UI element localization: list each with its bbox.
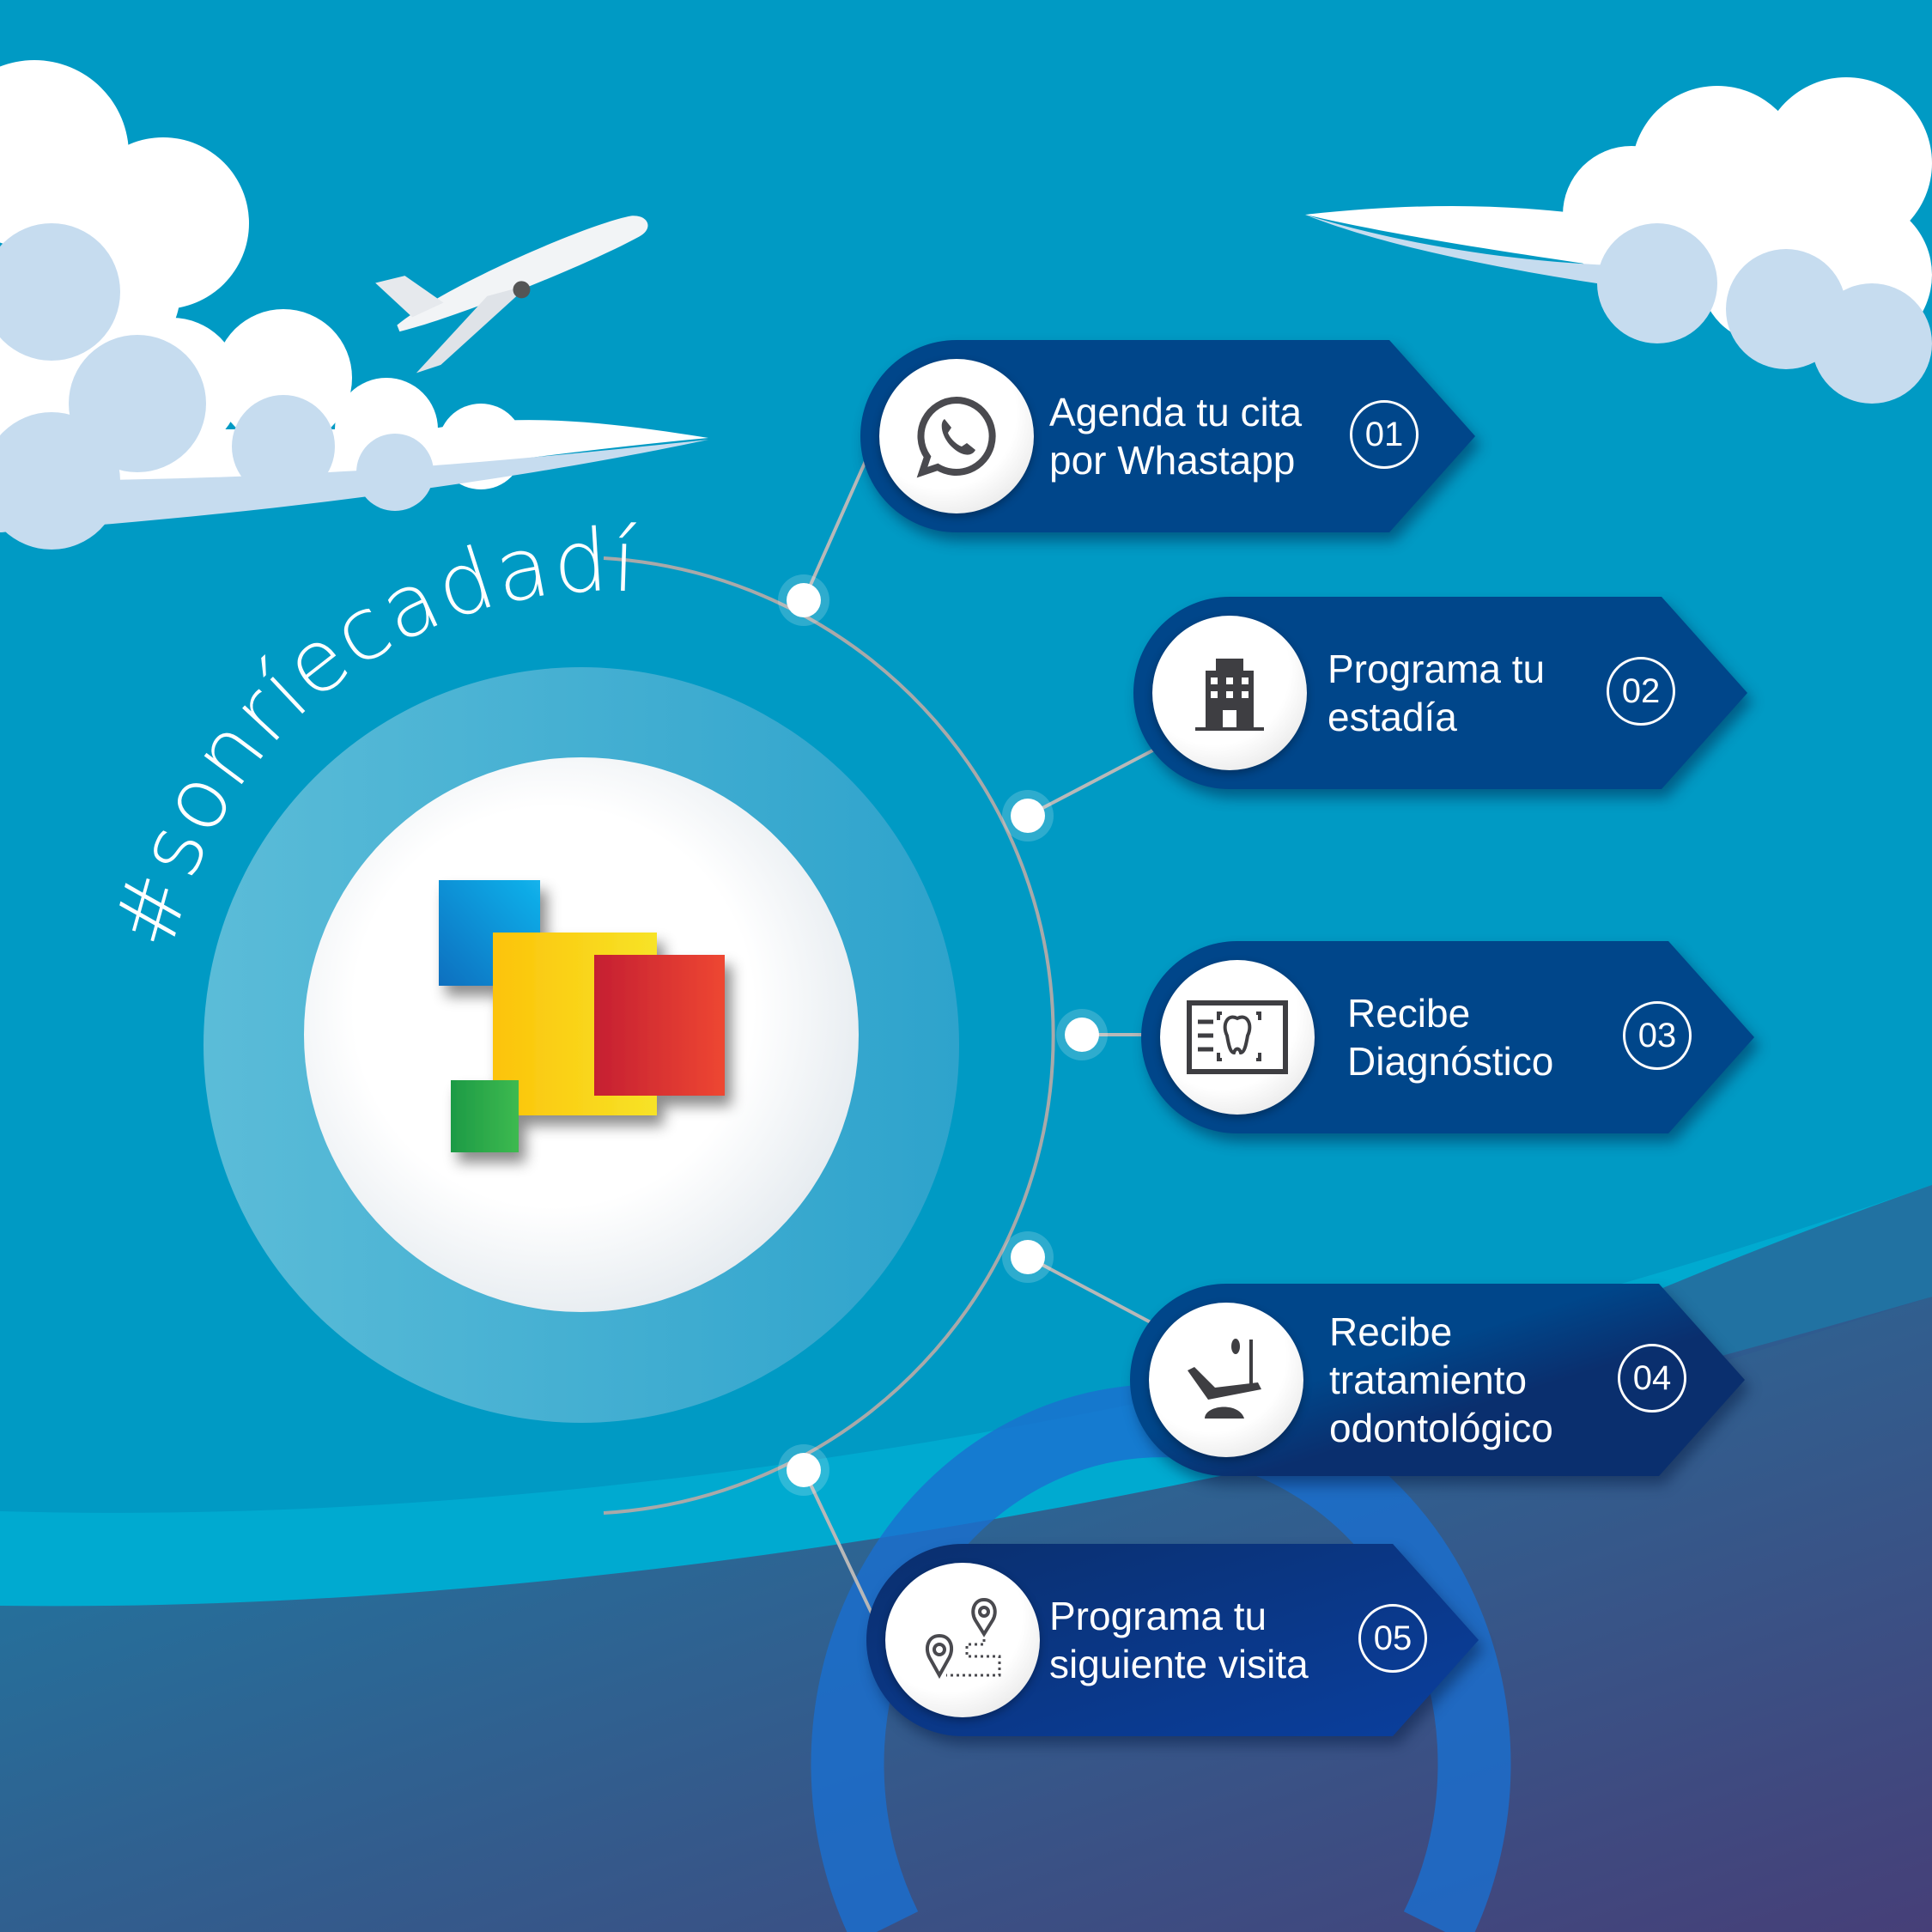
whatsapp-icon <box>879 359 1034 513</box>
timeline-dot-2 <box>1011 799 1045 833</box>
hotel-building-icon <box>1152 616 1307 770</box>
step-5-label: Programa tu siguiente visita <box>1049 1594 1309 1686</box>
dental-xray-icon <box>1160 960 1315 1115</box>
dental-chair-icon <box>1149 1303 1303 1457</box>
timeline-dot-1 <box>787 583 821 617</box>
step-3-label: Recibe Diagnóstico <box>1347 991 1554 1084</box>
step-1-label: Agenda tu cita por Whastapp <box>1049 390 1303 483</box>
step-3-card[interactable]: Recibe Diagnóstico 03 <box>1141 941 1754 1133</box>
step-4-card[interactable]: Recibe tratamiento odontológico 04 <box>1130 1284 1745 1476</box>
step-4-number: 04 <box>1618 1344 1686 1413</box>
step-1-number: 01 <box>1350 400 1419 469</box>
step-4-label: Recibe tratamiento odontológico <box>1329 1309 1553 1450</box>
step-2-number: 02 <box>1607 657 1675 726</box>
timeline-dot-5 <box>787 1453 821 1487</box>
step-1-card[interactable]: Agenda tu cita por Whastapp 01 <box>860 340 1475 532</box>
step-5-card[interactable]: Programa tu siguiente visita 05 <box>866 1544 1479 1736</box>
step-2-card[interactable]: Programa tu estadía 02 <box>1133 597 1747 789</box>
timeline-dot-4 <box>1011 1240 1045 1274</box>
airplane-illustration <box>375 216 648 374</box>
route-pins-icon <box>885 1563 1040 1717</box>
step-3-number: 03 <box>1623 1001 1692 1070</box>
brand-logo <box>439 880 725 1152</box>
step-5-number: 05 <box>1358 1604 1427 1673</box>
timeline-dot-3 <box>1065 1018 1099 1052</box>
step-2-label: Programa tu estadía <box>1327 647 1546 739</box>
